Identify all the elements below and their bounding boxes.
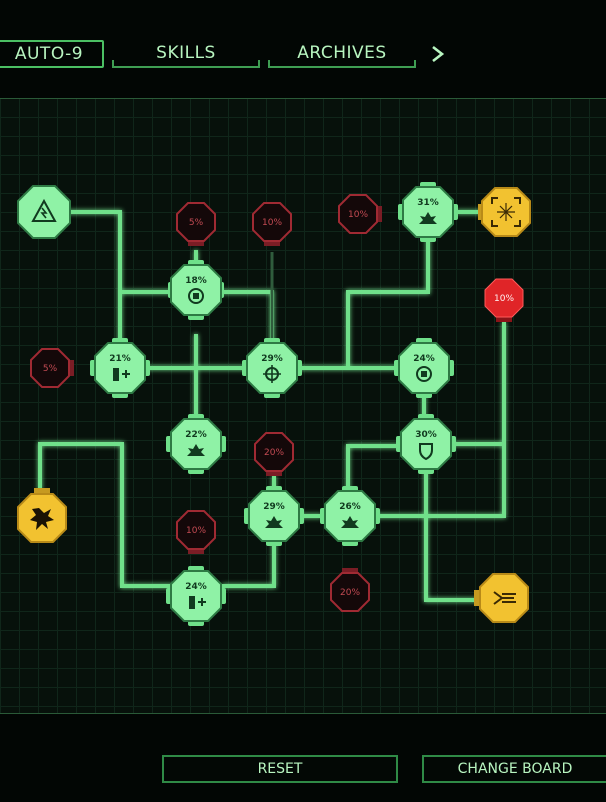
burst-icon: [341, 516, 359, 528]
splat-icon: [30, 508, 54, 530]
node-label: 10%: [348, 210, 368, 220]
reload-icon: [188, 288, 204, 304]
node-label: 29%: [261, 354, 283, 364]
node-label: 5%: [189, 218, 204, 228]
tab-archives[interactable]: ARCHIVES: [268, 40, 416, 68]
tab-archives-label: ARCHIVES: [297, 43, 387, 63]
node-label: 20%: [264, 448, 284, 458]
node-locked[interactable]: 10%: [176, 510, 216, 554]
tab-skills-label: SKILLS: [156, 43, 216, 63]
node-warning[interactable]: 10%: [484, 278, 524, 322]
target-burst-icon: [491, 197, 521, 227]
node-label: 26%: [339, 502, 361, 512]
burst-icon: [419, 212, 437, 224]
burst-icon: [265, 516, 283, 528]
node-active[interactable]: 29%: [244, 486, 304, 546]
link: [424, 456, 478, 602]
node-locked[interactable]: 5%: [176, 202, 216, 246]
node-active[interactable]: 29%: [242, 338, 302, 398]
ammo-plus-icon: [189, 596, 206, 609]
node-label: 18%: [185, 276, 207, 286]
reload-icon: [416, 366, 432, 382]
node-label: 10%: [186, 526, 206, 536]
tab-auto-9[interactable]: AUTO-9: [0, 40, 104, 68]
node-special-splat[interactable]: [17, 488, 67, 543]
node-label: 24%: [185, 582, 207, 592]
node-label: 30%: [415, 430, 437, 440]
node-active[interactable]: 24%: [394, 338, 454, 398]
node-active[interactable]: 30%: [396, 414, 456, 474]
reset-button-label: RESET: [257, 761, 303, 777]
lightning-icon: [31, 198, 57, 222]
link: [38, 442, 196, 588]
node-label: 10%: [494, 294, 514, 304]
link: [346, 214, 430, 368]
ammo-plus-icon: [113, 368, 130, 381]
node-active[interactable]: 24%: [166, 566, 226, 626]
node-locked[interactable]: 20%: [330, 568, 370, 612]
tab-skills[interactable]: SKILLS: [112, 40, 260, 68]
node-label: 31%: [417, 198, 439, 208]
node-active[interactable]: 31%: [398, 182, 458, 242]
chevron-right-icon[interactable]: [428, 44, 448, 64]
node-active[interactable]: 26%: [320, 486, 380, 546]
shield-icon: [419, 443, 433, 461]
dash-icon: [493, 591, 516, 605]
node-label: 5%: [43, 364, 58, 374]
tab-auto-9-label: AUTO-9: [14, 44, 84, 64]
node-label: 29%: [263, 502, 285, 512]
change-board-button-label: CHANGE BOARD: [457, 761, 573, 777]
node-locked[interactable]: 10%: [338, 194, 382, 234]
node-active[interactable]: 18%: [168, 260, 224, 320]
node-locked[interactable]: 20%: [254, 432, 294, 476]
node-active[interactable]: 21%: [90, 338, 150, 398]
crosshair-icon: [263, 365, 281, 383]
node-locked[interactable]: 10%: [252, 202, 292, 246]
link: [62, 210, 122, 360]
node-locked[interactable]: 5%: [30, 348, 74, 388]
change-board-button[interactable]: CHANGE BOARD: [422, 755, 606, 783]
node-label: 20%: [340, 588, 360, 598]
link: [222, 534, 276, 588]
node-label: 21%: [109, 354, 131, 364]
node-active[interactable]: 22%: [166, 414, 226, 474]
node-label: 10%: [262, 218, 282, 228]
node-special-dash[interactable]: [474, 573, 529, 623]
link: [374, 444, 506, 518]
node-label: 24%: [413, 354, 435, 364]
node-special-target[interactable]: [478, 187, 531, 237]
burst-icon: [187, 444, 205, 456]
node-shock[interactable]: [17, 185, 71, 239]
reset-button[interactable]: RESET: [162, 755, 398, 783]
node-label: 22%: [185, 430, 207, 440]
